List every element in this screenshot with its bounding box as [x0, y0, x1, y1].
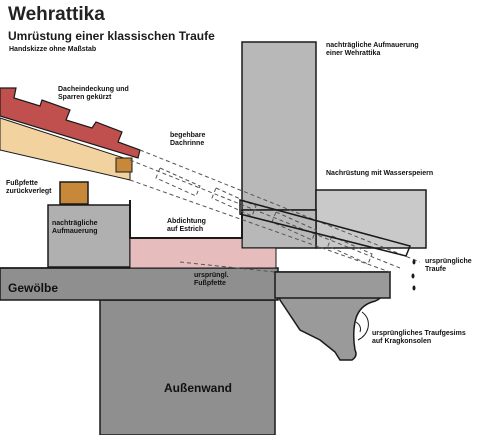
label-water-spouts: Nachrüstung mit Wasserspeiern	[326, 170, 434, 177]
label-wall-plate-new: Fußpfette zurückverlegt	[6, 180, 52, 196]
page-title: Wehrattika	[8, 4, 105, 25]
cornice-slab	[274, 271, 391, 299]
label-outer-wall: Außenwand	[164, 381, 232, 395]
outer-wall	[99, 299, 276, 435]
label-defense-attic: nachträgliche Aufmauerung einer Wehratti…	[326, 42, 419, 58]
defense-attic-wall	[241, 41, 317, 211]
water-drips	[411, 259, 416, 291]
label-sealing: Abdichtung auf Estrich	[167, 218, 206, 234]
label-masonry-raise: nachträgliche Aufmauerung	[52, 220, 98, 236]
page-subtitle: Umrüstung einer klassischen Traufe	[8, 29, 215, 43]
label-roof: Dacheindeckung und Sparren gekürzt	[58, 86, 129, 102]
water-spout	[239, 199, 412, 257]
label-original-eave: ursprüngliche Traufe	[425, 258, 472, 274]
gutter-support	[115, 157, 133, 173]
label-vault: Gewölbe	[8, 281, 59, 295]
walkable-gutter	[129, 200, 243, 239]
label-wall-plate-old: ursprüngl. Fußpfette	[194, 272, 229, 288]
label-gutter: begehbare Dachrinne	[170, 132, 206, 148]
sketch-note: Handskizze ohne Maßstab	[9, 46, 97, 53]
relocated-wall-plate	[59, 181, 89, 205]
corbel-face	[355, 311, 369, 341]
label-cornice: ursprüngliches Traufgesims auf Kragkonso…	[372, 330, 466, 346]
attic-lower-block	[315, 189, 427, 249]
roof-tiles	[0, 87, 141, 159]
